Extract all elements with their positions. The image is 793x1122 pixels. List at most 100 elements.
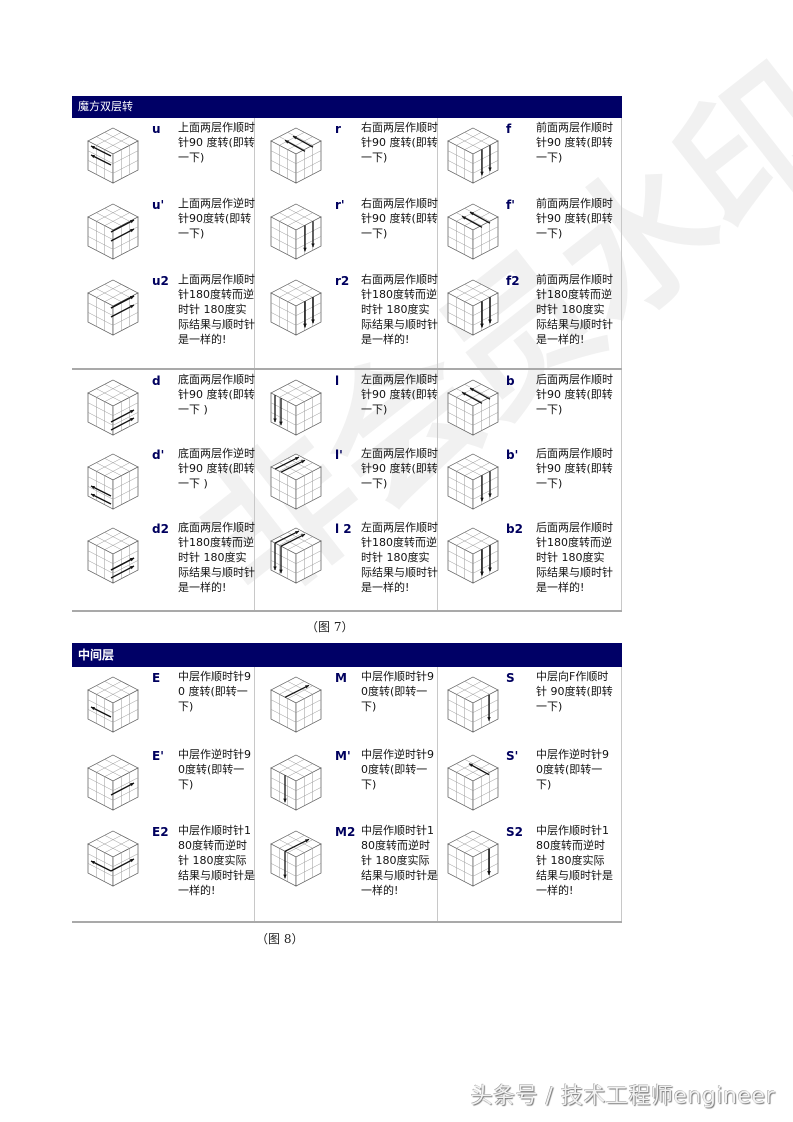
cube-left-two-layers-down-arrows-icon xyxy=(267,376,325,438)
cube-back-two-layers-down-arrows-icon xyxy=(444,450,502,512)
move-notation: u' xyxy=(152,198,165,212)
move-entry: b2 后面两层作顺时针180度转而逆时针 180度实际结果与顺时针是一样的! xyxy=(438,518,621,610)
figure-caption-7: （图 7） xyxy=(306,620,354,634)
move-entry: M' 中层作逆时针90度转(即转一下) xyxy=(255,745,437,821)
cube-bottom-two-layers-double-arrows-icon xyxy=(84,524,142,586)
cube-middle-equator-double-arrow-icon xyxy=(84,827,142,889)
move-entry: l' 左面两层作顺时针90 度转(即转一下) xyxy=(255,444,438,518)
cube-left-two-layers-double-arrows-icon xyxy=(267,524,325,586)
move-entry: b' 后面两层作顺时针90 度转(即转一下) xyxy=(438,444,621,518)
move-description: 底面两层作逆时针90 度转(即转一下 ) xyxy=(178,447,255,490)
cube-middle-equator-left-arrow-icon xyxy=(84,673,142,735)
cube-left-two-layers-up-arrows-icon xyxy=(267,450,325,512)
move-notation: l xyxy=(335,374,340,388)
cube-standing-slice-double-arrow-icon xyxy=(444,827,502,889)
move-notation: r' xyxy=(335,198,345,212)
cube-right-two-layers-down-arrows-icon xyxy=(267,200,325,262)
cube-middle-slice-double-arrow-icon xyxy=(267,827,325,889)
move-description: 右面两层作顺时针90 度转(即转一下) xyxy=(361,121,438,164)
cube-front-two-layers-double-arrows-icon xyxy=(444,276,502,338)
panel-title: 中间层 xyxy=(72,643,622,667)
move-description: 右面两层作顺时针90 度转(即转一下) xyxy=(361,197,438,240)
move-notation: d' xyxy=(152,448,165,462)
move-description: 左面两层作顺时针90 度转(即转一下) xyxy=(361,447,438,490)
cube-standing-slice-up-arrow-icon xyxy=(444,751,502,813)
move-description: 前面两层作顺时针180度转而逆时针 180度实际结果与顺时针是一样的! xyxy=(536,273,613,346)
move-notation: E' xyxy=(152,749,164,763)
move-description: 底面两层作顺时针90 度转(即转一下 ) xyxy=(178,373,255,416)
move-entry: E' 中层作逆时针90度转(即转一下) xyxy=(72,745,254,821)
cube-right-two-layers-double-arrows-icon xyxy=(267,276,325,338)
cube-middle-slice-down-arrow-icon xyxy=(267,751,325,813)
move-description: 右面两层作顺时针180度转而逆时针 180度实际结果与顺时针是一样的! xyxy=(361,273,438,346)
move-entry: d2 底面两层作顺时针180度转而逆时针 180度实际结果与顺时针是一样的! xyxy=(72,518,255,610)
move-notation: b2 xyxy=(506,522,523,536)
cube-bottom-two-layers-right-arrows-icon xyxy=(84,376,142,438)
move-description: 中层作顺时针180度转而逆时针 180度实际结果与顺时针是一样的! xyxy=(361,824,438,897)
cube-bottom-two-layers-left-arrows-icon xyxy=(84,450,142,512)
move-entry: d' 底面两层作逆时针90 度转(即转一下 ) xyxy=(72,444,255,518)
move-description: 中层作顺时针90 度转(即转一下) xyxy=(178,670,251,713)
move-notation: E xyxy=(152,671,161,685)
move-notation: S' xyxy=(506,749,519,763)
cube-middle-equator-right-arrow-icon xyxy=(84,751,142,813)
panel-title: 魔方双层转 xyxy=(72,96,622,118)
move-description: 后面两层作顺时针90 度转(即转一下) xyxy=(536,447,613,490)
cube-right-two-layers-up-arrows-icon xyxy=(267,124,325,186)
move-notation: d2 xyxy=(152,522,169,536)
move-description: 中层作顺时针90度转(即转一下) xyxy=(361,670,434,713)
move-notation: r2 xyxy=(335,274,350,288)
move-column: b 后面两层作顺时针90 度转(即转一下) b' 后面两层作顺时针90 度转(即转一下… xyxy=(438,370,622,610)
move-description: 后面两层作顺时针90 度转(即转一下) xyxy=(536,373,613,416)
move-notation: l 2 xyxy=(335,522,352,536)
cube-front-two-layers-up-arrows-icon xyxy=(444,200,502,262)
move-notation: l' xyxy=(335,448,343,462)
move-entry: u' 上面两层作逆时针90度转(即转一下) xyxy=(72,194,255,270)
cube-front-two-layers-down-arrows-icon xyxy=(444,124,502,186)
move-description: 中层作逆时针90度转(即转一下) xyxy=(536,748,609,791)
move-column: d 底面两层作顺时针90 度转(即转一下 ) d' 底面两层作逆时针90 度转(即转一… xyxy=(72,370,255,610)
move-description: 后面两层作顺时针180度转而逆时针 180度实际结果与顺时针是一样的! xyxy=(536,521,613,594)
move-notation: u xyxy=(152,122,161,136)
move-description: 中层作逆时针90度转(即转一下) xyxy=(178,748,251,791)
cube-top-two-layers-left-arrows-icon xyxy=(84,124,142,186)
footer-credit: 头条号 / 技术工程师engineer xyxy=(470,1084,775,1109)
cube-standing-slice-down-arrow-icon xyxy=(444,673,502,735)
move-notation: f xyxy=(506,122,512,136)
move-entry: f2 前面两层作顺时针180度转而逆时针 180度实际结果与顺时针是一样的! xyxy=(438,270,621,368)
move-notation: S xyxy=(506,671,515,685)
move-description: 底面两层作顺时针180度转而逆时针 180度实际结果与顺时针是一样的! xyxy=(178,521,255,594)
move-description: 上面两层作顺时针180度转而逆时针 180度实际结果与顺时针是一样的! xyxy=(178,273,255,346)
move-description: 中层作逆时针90度转(即转一下) xyxy=(361,748,434,791)
move-description: 中层向F作顺时针 90度转(即转一下) xyxy=(536,670,613,713)
move-notation: r xyxy=(335,122,341,136)
move-notation: f2 xyxy=(506,274,520,288)
move-entry: r' 右面两层作顺时针90 度转(即转一下) xyxy=(255,194,438,270)
cube-top-two-layers-double-arrows-icon xyxy=(84,276,142,338)
move-notation: M' xyxy=(335,749,351,763)
move-description: 上面两层作逆时针90度转(即转一下) xyxy=(178,197,255,240)
move-entry: S 中层向F作顺时针 90度转(即转一下) xyxy=(438,667,621,745)
move-column: r 右面两层作顺时针90 度转(即转一下) r' 右面两层作顺时针90 度转(即转一下… xyxy=(255,118,438,368)
cube-back-two-layers-double-arrows-icon xyxy=(444,524,502,586)
move-notation: b' xyxy=(506,448,519,462)
move-column: S 中层向F作顺时针 90度转(即转一下) S' 中层作逆时针90度转(即转一下) S2… xyxy=(438,667,622,921)
move-notation: d xyxy=(152,374,161,388)
move-entry: r 右面两层作顺时针90 度转(即转一下) xyxy=(255,118,438,194)
move-notation: b xyxy=(506,374,515,388)
